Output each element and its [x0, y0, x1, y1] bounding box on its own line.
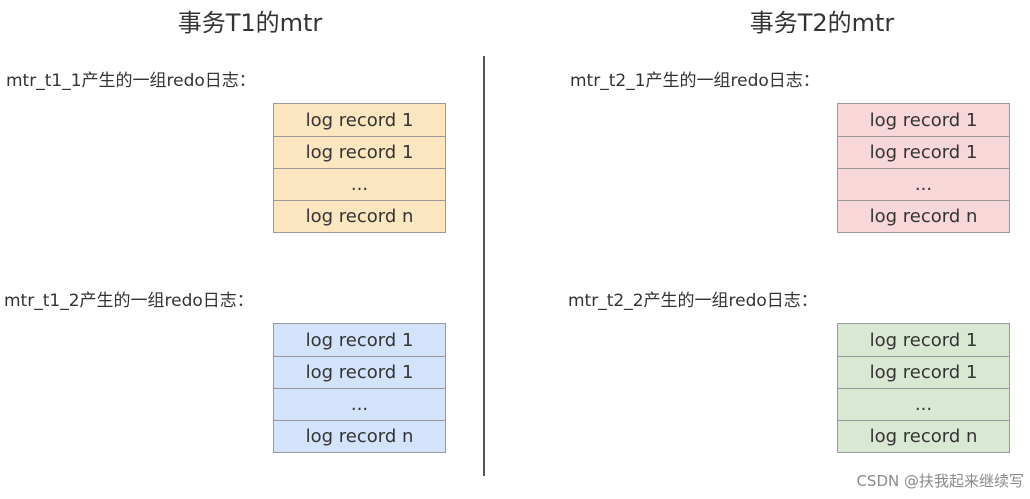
log-record-cell: log record n [274, 420, 445, 452]
t1-group1-label: mtr_t1_1产生的一组redo日志： [6, 71, 256, 91]
log-record-cell: log record n [838, 200, 1009, 232]
t2-group2-stack: log record 1 log record 1 ... log record… [837, 323, 1010, 453]
log-record-ellipsis: ... [274, 168, 445, 200]
log-record-ellipsis: ... [838, 168, 1009, 200]
t2-group2-label: mtr_t2_2产生的一组redo日志： [568, 291, 818, 311]
watermark: CSDN @扶我起来继续写 [856, 472, 1024, 490]
log-record-cell: log record 1 [838, 356, 1009, 388]
t2-group1-label: mtr_t2_1产生的一组redo日志： [570, 71, 820, 91]
log-record-cell: log record n [838, 420, 1009, 452]
t2-title: 事务T2的mtr [749, 9, 895, 37]
t1-group2-label: mtr_t1_2产生的一组redo日志： [4, 291, 254, 311]
t1-title: 事务T1的mtr [177, 9, 323, 37]
log-record-cell: log record 1 [838, 136, 1009, 168]
log-record-cell: log record 1 [869, 329, 978, 351]
log-record-cell: log record 1 [274, 136, 445, 168]
t1-group2-stack: log record 1 log record 1 ... log record… [273, 323, 446, 453]
log-record-cell: log record 1 [305, 329, 414, 351]
log-record-cell: log record 1 [869, 109, 978, 131]
center-divider [483, 56, 485, 476]
log-record-ellipsis: ... [838, 388, 1009, 420]
t2-group1-stack: log record 1 log record 1 ... log record… [837, 103, 1010, 233]
log-record-cell: log record 1 [305, 109, 414, 131]
t1-group1-stack: log record 1 log record 1 ... log record… [273, 103, 446, 233]
log-record-cell: log record 1 [274, 356, 445, 388]
log-record-cell: log record n [274, 200, 445, 232]
log-record-ellipsis: ... [274, 388, 445, 420]
